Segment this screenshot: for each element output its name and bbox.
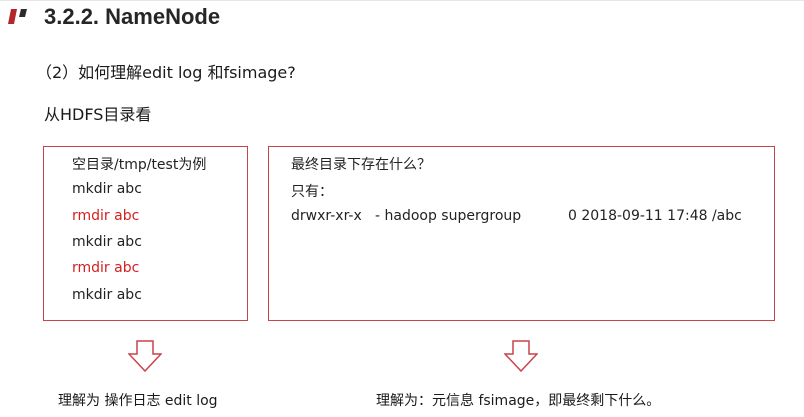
down-arrow-outline-icon <box>504 340 538 372</box>
down-arrow-outline-icon <box>128 340 162 372</box>
listing-entry: 0 2018-09-11 17:48 /abc <box>568 208 742 224</box>
subtitle: （2）如何理解edit log 和fsimage? <box>36 63 296 82</box>
page-title: 3.2.2. NameNode <box>44 4 221 29</box>
listing-permissions: drwxr-xr-x <box>291 208 362 224</box>
command-line: mkdir abc <box>72 287 142 303</box>
result-question: 最终目录下存在什么？ <box>291 157 431 173</box>
command-line: mkdir abc <box>72 234 142 250</box>
operations-example-label: 空目录/tmp/test为例 <box>72 157 207 173</box>
slanted-bars-logo <box>8 9 27 24</box>
command-line: rmdir abc <box>72 208 140 224</box>
edit-log-caption: 理解为 操作日志 edit log <box>58 393 218 409</box>
result-only-label: 只有： <box>291 184 333 200</box>
command-line: rmdir abc <box>72 260 140 276</box>
top-divider <box>0 0 804 1</box>
operations-box <box>43 146 248 321</box>
listing-owner-group: - hadoop supergroup <box>375 208 522 224</box>
section-label: 从HDFS目录看 <box>44 105 152 124</box>
result-box <box>268 146 775 321</box>
command-line: mkdir abc <box>72 181 142 197</box>
fsimage-caption: 理解为：元信息 fsimage，即最终剩下什么。 <box>376 393 661 409</box>
